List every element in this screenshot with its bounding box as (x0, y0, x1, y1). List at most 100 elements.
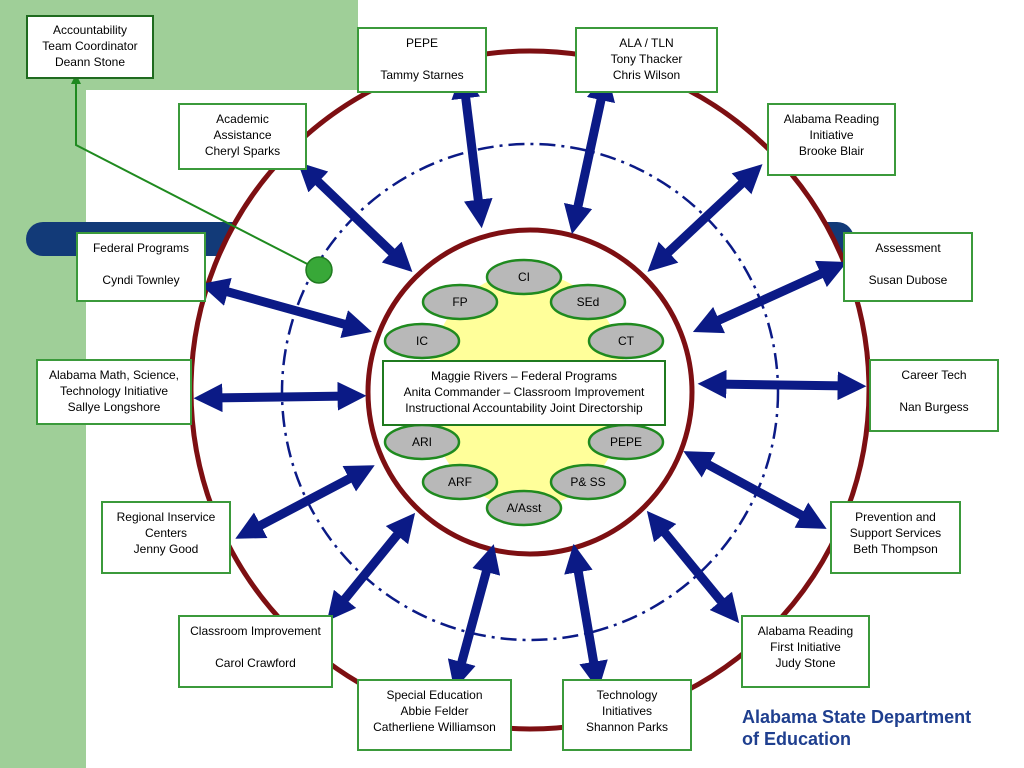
box-amsti-line-1: Alabama Math, Science, (48, 368, 180, 382)
box-ala-tln-line-1: ALA / TLN (619, 36, 674, 50)
arrow-academic (297, 162, 413, 272)
box-regional-line-2: Centers (144, 526, 188, 540)
oval-sed: SEd (549, 283, 627, 321)
box-federal-line-2 (78, 256, 204, 272)
box-sped-line-3: Catherliene Williamson (373, 720, 496, 734)
center-line-3: Instructional Accountability Joint Direc… (405, 401, 643, 415)
box-classroom-line-1: Classroom Improvement (190, 624, 321, 638)
arrow-first (646, 510, 740, 624)
box-prevention-support: Prevention and Support Services Beth Tho… (830, 501, 961, 574)
joint-directorship-box: Maggie Rivers – Federal Programs Anita C… (382, 360, 666, 426)
box-accountability: Accountability Team Coordinator Deann St… (26, 15, 154, 79)
oval-arf-label: ARF (448, 475, 472, 489)
box-tech-line-2: Initiatives (601, 704, 653, 718)
box-sped-line-2: Abbie Felder (400, 704, 469, 718)
footer-line-2: of Education (742, 729, 851, 749)
box-pepe-line-2 (359, 51, 485, 67)
oval-a-asst-label: A/Asst (507, 501, 542, 515)
box-ala-tln: ALA / TLN Tony Thacker Chris Wilson (575, 27, 718, 93)
box-tech-line-3: Shannon Parks (585, 720, 669, 734)
arrow-career (697, 369, 867, 401)
box-reading-line-2: Initiative (809, 128, 854, 142)
box-prevention-line-3: Beth Thompson (853, 542, 938, 556)
center-line-1: Maggie Rivers – Federal Programs (430, 369, 618, 383)
footer-line-1: Alabama State Department (742, 707, 972, 727)
box-pepe-line-1: PEPE (405, 36, 438, 50)
box-ala-tln-line-2: Tony Thacker (610, 52, 683, 66)
box-special-education: Special Education Abbie Felder Catherlie… (357, 679, 512, 751)
box-ala-tln-line-3: Chris Wilson (612, 68, 681, 82)
box-classroom-line-2 (180, 639, 331, 655)
box-amsti-line-2: Technology Initiative (59, 384, 169, 398)
oval-fp-label: FP (452, 295, 467, 309)
box-classroom-line-3: Carol Crawford (215, 656, 296, 670)
arrow-reading (647, 164, 763, 272)
box-pepe-line-3: Tammy Starnes (380, 68, 464, 82)
footer-organization-name: Alabama State Department of Education (742, 706, 1012, 750)
arrow-regional (235, 465, 375, 539)
box-regional-inservice: Regional Inservice Centers Jenny Good (101, 501, 231, 574)
oval-pss: P& SS (549, 463, 627, 501)
oval-ci: CI (485, 258, 563, 296)
box-career-line-2 (871, 383, 997, 399)
box-academic-line-1: Academic (216, 112, 269, 126)
connector-dot (305, 256, 333, 284)
oval-pepe-label: PEPE (610, 435, 642, 449)
box-classroom-improvement: Classroom Improvement Carol Crawford (178, 615, 333, 688)
box-regional-line-1: Regional Inservice (116, 510, 216, 524)
box-assessment-line-2 (845, 256, 971, 272)
box-prevention-line-1: Prevention and (855, 510, 936, 524)
box-accountability-line-2: Team Coordinator (42, 39, 138, 53)
arrow-assessment (692, 260, 848, 334)
oval-ari: ARI (383, 423, 461, 461)
oval-ic-label: IC (416, 334, 428, 348)
box-federal-line-3: Cyndi Townley (102, 273, 180, 287)
arrow-sped (447, 544, 501, 690)
box-pepe: PEPE Tammy Starnes (357, 27, 487, 93)
oval-sed-label: SEd (577, 295, 600, 309)
box-federal-line-1: Federal Programs (92, 241, 190, 255)
box-academic-assistance: Academic Assistance Cheryl Sparks (178, 103, 307, 170)
arrow-prevention (683, 451, 827, 529)
oval-arf: ARF (421, 463, 499, 501)
oval-pss-label: P& SS (570, 475, 605, 489)
oval-a-asst: A/Asst (485, 489, 563, 527)
box-career-line-1: Career Tech (901, 368, 967, 382)
arrow-pepe (451, 69, 493, 229)
box-first-line-1: Alabama Reading (757, 624, 854, 638)
box-assessment-line-1: Assessment (875, 241, 941, 255)
oval-ari-label: ARI (412, 435, 432, 449)
box-amsti: Alabama Math, Science, Technology Initia… (36, 359, 192, 425)
box-career-tech: Career Tech Nan Burgess (869, 359, 999, 432)
oval-ct: CT (587, 322, 665, 360)
box-assessment-line-3: Susan Dubose (868, 273, 948, 287)
oval-pepe: PEPE (587, 423, 665, 461)
box-sped-line-1: Special Education (386, 688, 483, 702)
box-accountability-line-3: Deann Stone (54, 55, 126, 69)
box-prevention-line-2: Support Services (849, 526, 942, 540)
arrow-tech (564, 543, 608, 691)
box-first-line-2: First Initiative (770, 640, 841, 654)
box-assessment: Assessment Susan Dubose (843, 232, 973, 302)
box-accountability-line-1: Accountability (52, 23, 128, 37)
arrow-classroom (326, 512, 416, 622)
box-amsti-line-3: Sallye Longshore (67, 400, 161, 414)
box-academic-line-2: Assistance (213, 128, 272, 142)
box-first-line-3: Judy Stone (775, 656, 836, 670)
oval-ic: IC (383, 322, 461, 360)
box-reading-line-1: Alabama Reading (783, 112, 880, 126)
box-alabama-reading-first: Alabama Reading First Initiative Judy St… (741, 615, 870, 688)
box-career-line-3: Nan Burgess (899, 400, 969, 414)
box-alabama-reading-initiative: Alabama Reading Initiative Brooke Blair (767, 103, 896, 176)
oval-ct-label: CT (618, 334, 635, 348)
box-tech-line-1: Technology (596, 688, 658, 702)
arrow-federal (200, 277, 372, 339)
arrow-ala-tln (563, 71, 616, 235)
box-reading-line-3: Brooke Blair (798, 144, 865, 158)
box-academic-line-3: Cheryl Sparks (204, 144, 281, 158)
oval-ci-label: CI (518, 270, 530, 284)
box-regional-line-3: Jenny Good (133, 542, 199, 556)
oval-fp: FP (421, 283, 499, 321)
arrow-amsti (193, 381, 367, 413)
center-line-2: Anita Commander – Classroom Improvement (403, 385, 645, 399)
